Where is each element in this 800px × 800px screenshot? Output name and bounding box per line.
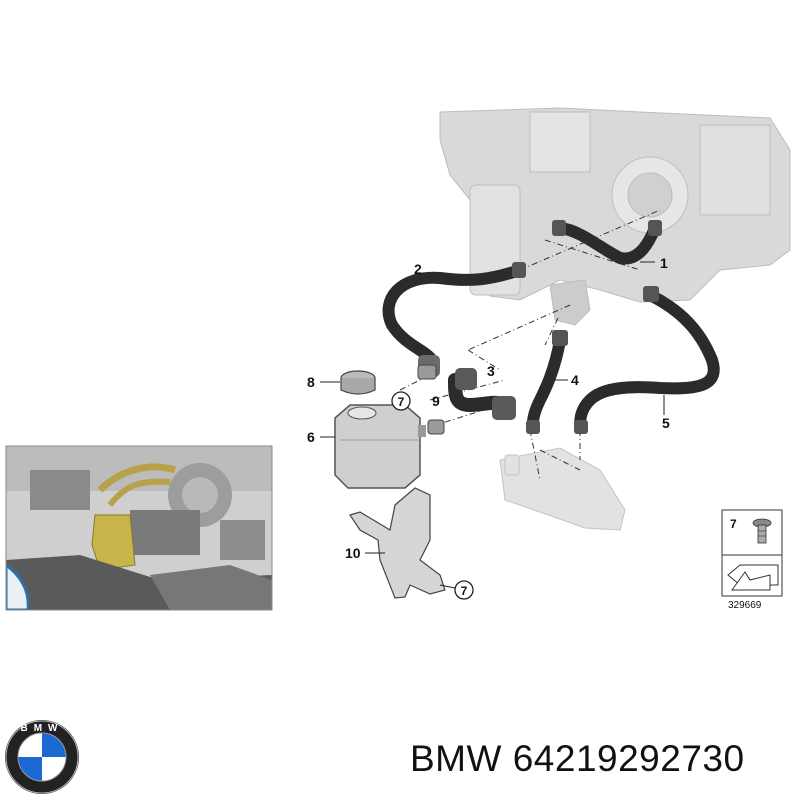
hose-2	[382, 264, 526, 366]
footer-part-number: 64219292730	[512, 738, 745, 779]
logo-ring-text: BMW	[21, 723, 64, 734]
hose-1	[554, 222, 661, 265]
callout-3: 3	[487, 363, 495, 379]
expansion-tank	[334, 404, 426, 489]
cap	[340, 370, 376, 395]
callout-9: 9	[432, 393, 440, 409]
mounting-bracket	[349, 487, 446, 599]
callout-4: 4	[571, 372, 579, 388]
hose-1-clamp-a	[552, 220, 566, 236]
engine-bay-inset	[5, 445, 273, 611]
hose-5	[574, 289, 720, 434]
callout-7-circle-a	[391, 391, 411, 411]
hose-4-clamp-a	[552, 330, 568, 346]
bmw-logo: BMW	[5, 720, 79, 794]
lower-bracket-ghost	[499, 447, 626, 531]
leader-lines	[399, 209, 661, 481]
hose-5-clamp-b	[574, 420, 588, 434]
footer-brand: BMW	[410, 738, 502, 779]
orientation-arrow-icon	[727, 564, 779, 591]
legend-box: 7 329669	[721, 509, 783, 611]
hose-3-clamp-a	[455, 368, 477, 390]
screw-icon	[752, 518, 772, 544]
callout-7-a: 7	[398, 395, 405, 409]
hose-1-clamp-b	[648, 220, 662, 236]
hose-4	[526, 334, 566, 434]
callout-7-b: 7	[461, 584, 468, 598]
callout-7-circle-b	[454, 580, 474, 600]
heater-unit-ghost	[439, 107, 791, 326]
callout-8: 8	[307, 374, 315, 390]
callout-1: 1	[660, 255, 668, 271]
footer-caption: BMW 64219292730	[410, 738, 745, 780]
hose-3-clamp-b	[492, 396, 516, 420]
callout-2: 2	[414, 261, 422, 277]
drawing-number: 329669	[728, 600, 762, 611]
callout-10: 10	[345, 545, 361, 561]
hose-2-clamp-a	[512, 262, 526, 278]
callout-5: 5	[662, 415, 670, 431]
legend-item-number: 7	[730, 517, 737, 531]
leader-7	[439, 584, 456, 589]
hose-4-clamp-b	[526, 420, 540, 434]
hose-5-clamp-a	[643, 286, 659, 302]
callout-6: 6	[307, 429, 315, 445]
fittings	[417, 364, 445, 435]
